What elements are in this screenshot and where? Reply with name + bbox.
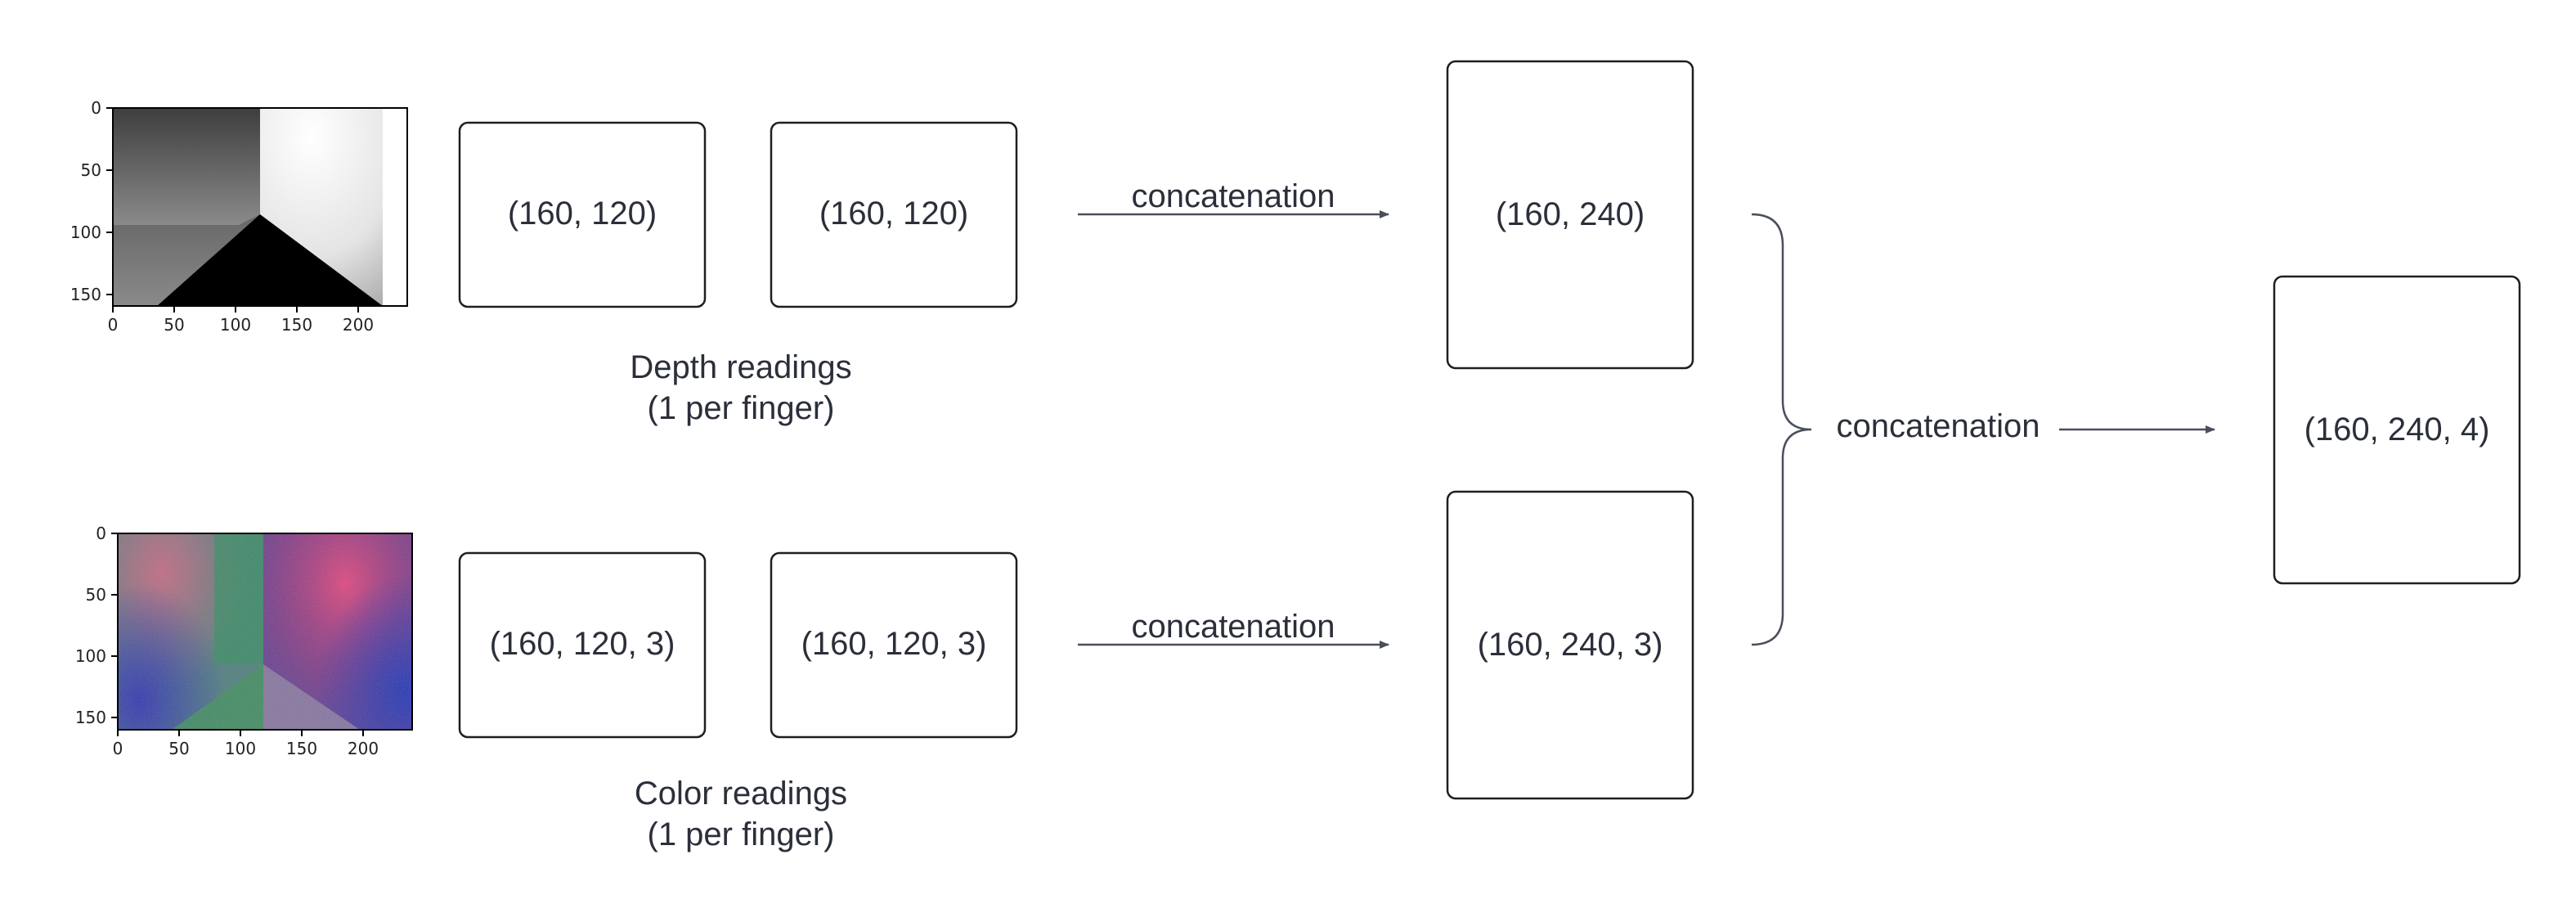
merge-brace (1751, 213, 1812, 646)
color-concat-label: concatenation (1131, 609, 1335, 645)
depth-caption: Depth readings (1 per finger) (630, 349, 851, 426)
depth-finger-box-2: (160, 120) (770, 121, 1018, 308)
depth-result-label: (160, 240) (1496, 196, 1645, 232)
color-finger-box-2: (160, 120, 3) (770, 551, 1018, 739)
depth-x-tick: 200 (343, 315, 374, 335)
color-x-tick: 0 (113, 739, 123, 758)
depth-caption-line-2: (1 per finger) (648, 390, 835, 426)
depth-finger-box-1-label: (160, 120) (508, 196, 657, 232)
color-y-axis: 0 50 100 150 (75, 524, 118, 727)
depth-x-tick: 50 (164, 315, 184, 335)
color-result-label: (160, 240, 3) (1478, 627, 1663, 663)
depth-x-tick: 100 (220, 315, 251, 335)
depth-finger-box-1: (160, 120) (458, 121, 707, 308)
color-caption: Color readings (1 per finger) (635, 776, 847, 852)
depth-concat-arrow: concatenation (1078, 178, 1389, 218)
color-x-tick: 150 (286, 739, 317, 758)
depth-plot: 0 50 100 150 0 50 100 150 200 (70, 98, 408, 335)
color-finger-box-2-label: (160, 120, 3) (801, 626, 987, 662)
color-result-box: (160, 240, 3) (1446, 490, 1694, 800)
color-x-tick: 100 (225, 739, 256, 758)
merge-concat-arrow: concatenation (1836, 408, 2215, 444)
final-result-label: (160, 240, 4) (2304, 412, 2490, 448)
color-caption-line-2: (1 per finger) (648, 816, 835, 852)
color-y-tick: 0 (96, 524, 106, 543)
color-x-tick: 200 (348, 739, 379, 758)
depth-y-tick: 50 (81, 160, 101, 180)
depth-finger-box-2-label: (160, 120) (819, 196, 968, 232)
color-finger-box-1-label: (160, 120, 3) (490, 626, 675, 662)
color-y-tick: 150 (75, 708, 106, 727)
depth-image (112, 107, 408, 307)
depth-caption-line-1: Depth readings (630, 349, 851, 385)
depth-y-axis: 0 50 100 150 (70, 98, 113, 304)
depth-y-tick: 0 (91, 98, 101, 118)
merge-concat-label: concatenation (1836, 408, 2040, 444)
color-x-axis: 0 50 100 150 200 (113, 730, 379, 758)
depth-result-box: (160, 240) (1446, 60, 1694, 370)
color-x-tick: 50 (168, 739, 189, 758)
color-plot: 0 50 100 150 0 50 100 150 200 (75, 524, 413, 758)
depth-x-axis: 0 50 100 150 200 (108, 306, 374, 335)
color-y-tick: 50 (86, 585, 106, 605)
depth-y-tick: 100 (70, 223, 101, 242)
depth-x-tick: 150 (281, 315, 312, 335)
depth-y-tick: 150 (70, 285, 101, 304)
color-y-tick: 100 (75, 646, 106, 666)
final-result-box: (160, 240, 4) (2273, 275, 2521, 585)
color-finger-box-1: (160, 120, 3) (458, 551, 707, 739)
color-concat-arrow: concatenation (1078, 609, 1389, 649)
color-image (118, 533, 412, 730)
color-caption-line-1: Color readings (635, 776, 847, 812)
depth-x-tick: 0 (108, 315, 119, 335)
depth-concat-label: concatenation (1131, 178, 1335, 214)
